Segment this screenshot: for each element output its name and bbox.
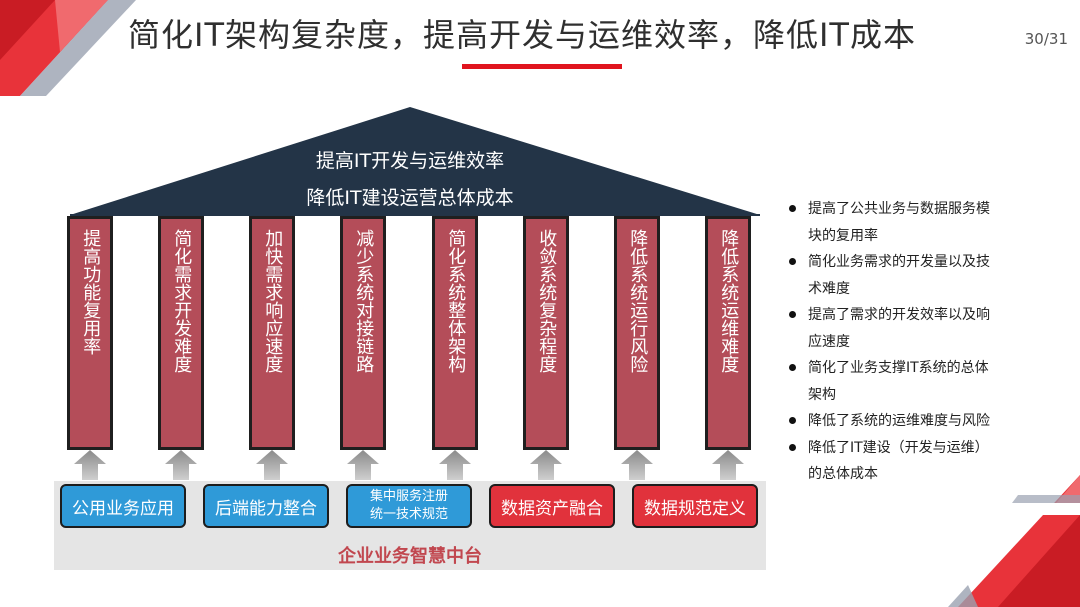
pillar-6: 收敛系统复杂程度 [523,216,569,450]
roof-line-1: 提高IT开发与运维效率 [315,150,505,172]
up-arrow-icon [530,450,562,480]
up-arrow-icon [439,450,471,480]
up-arrow-icon [712,450,744,480]
pillar-3: 加快需求响应速度 [249,216,295,450]
roof-triangle [70,107,760,216]
up-arrow-icon [165,450,197,480]
pillar-8: 降低系统运维难度 [705,216,751,450]
list-item: 提高了公共业务与数据服务模块的复用率 [788,196,1018,249]
pillar-1: 提高功能复用率 [67,216,113,450]
pillar-2: 简化需求开发难度 [158,216,204,450]
up-arrow-icon [621,450,653,480]
module-service-registry: 集中服务注册 统一技术规范 [346,484,472,528]
pillar-4-label: 减少系统对接链路 [353,229,375,373]
list-item: 降低了IT建设（开发与运维）的总体成本 [788,435,1018,488]
list-item: 提高了需求的开发效率以及响应速度 [788,302,1018,355]
roof-line-2: 降低IT建设运营总体成本 [306,187,514,209]
pillar-2-label: 简化需求开发难度 [171,229,193,373]
pillar-1-label: 提高功能复用率 [80,229,102,355]
module-data-spec-definition: 数据规范定义 [632,484,758,528]
module-data-asset-fusion: 数据资产融合 [489,484,615,528]
slide-title: 简化IT架构复杂度，提高开发与运维效率，降低IT成本 [128,16,916,54]
module-backend-integration: 后端能力整合 [203,484,329,528]
pillar-5: 简化系统整体架构 [432,216,478,450]
pillar-7-label: 降低系统运行风险 [627,229,649,373]
list-item: 简化业务需求的开发量以及技术难度 [788,249,1018,302]
pillar-3-label: 加快需求响应速度 [262,229,284,373]
page-number: 30/31 [1024,30,1068,48]
module-public-business-apps: 公用业务应用 [60,484,186,528]
pillar-4: 减少系统对接链路 [340,216,386,450]
up-arrow-icon [74,450,106,480]
benefits-list: 提高了公共业务与数据服务模块的复用率 简化业务需求的开发量以及技术难度 提高了需… [788,196,1018,488]
pillar-7: 降低系统运行风险 [614,216,660,450]
platform-label: 企业业务智慧中台 [338,546,482,567]
title-underline [462,64,622,69]
up-arrow-icon [256,450,288,480]
up-arrows [74,450,744,480]
list-item: 降低了系统的运维难度与风险 [788,408,1018,435]
list-item: 简化了业务支撑IT系统的总体架构 [788,355,1018,408]
up-arrow-icon [347,450,379,480]
pillar-5-label: 简化系统整体架构 [445,229,467,373]
pillar-6-label: 收敛系统复杂程度 [536,229,558,373]
pillar-8-label: 降低系统运维难度 [718,229,740,373]
